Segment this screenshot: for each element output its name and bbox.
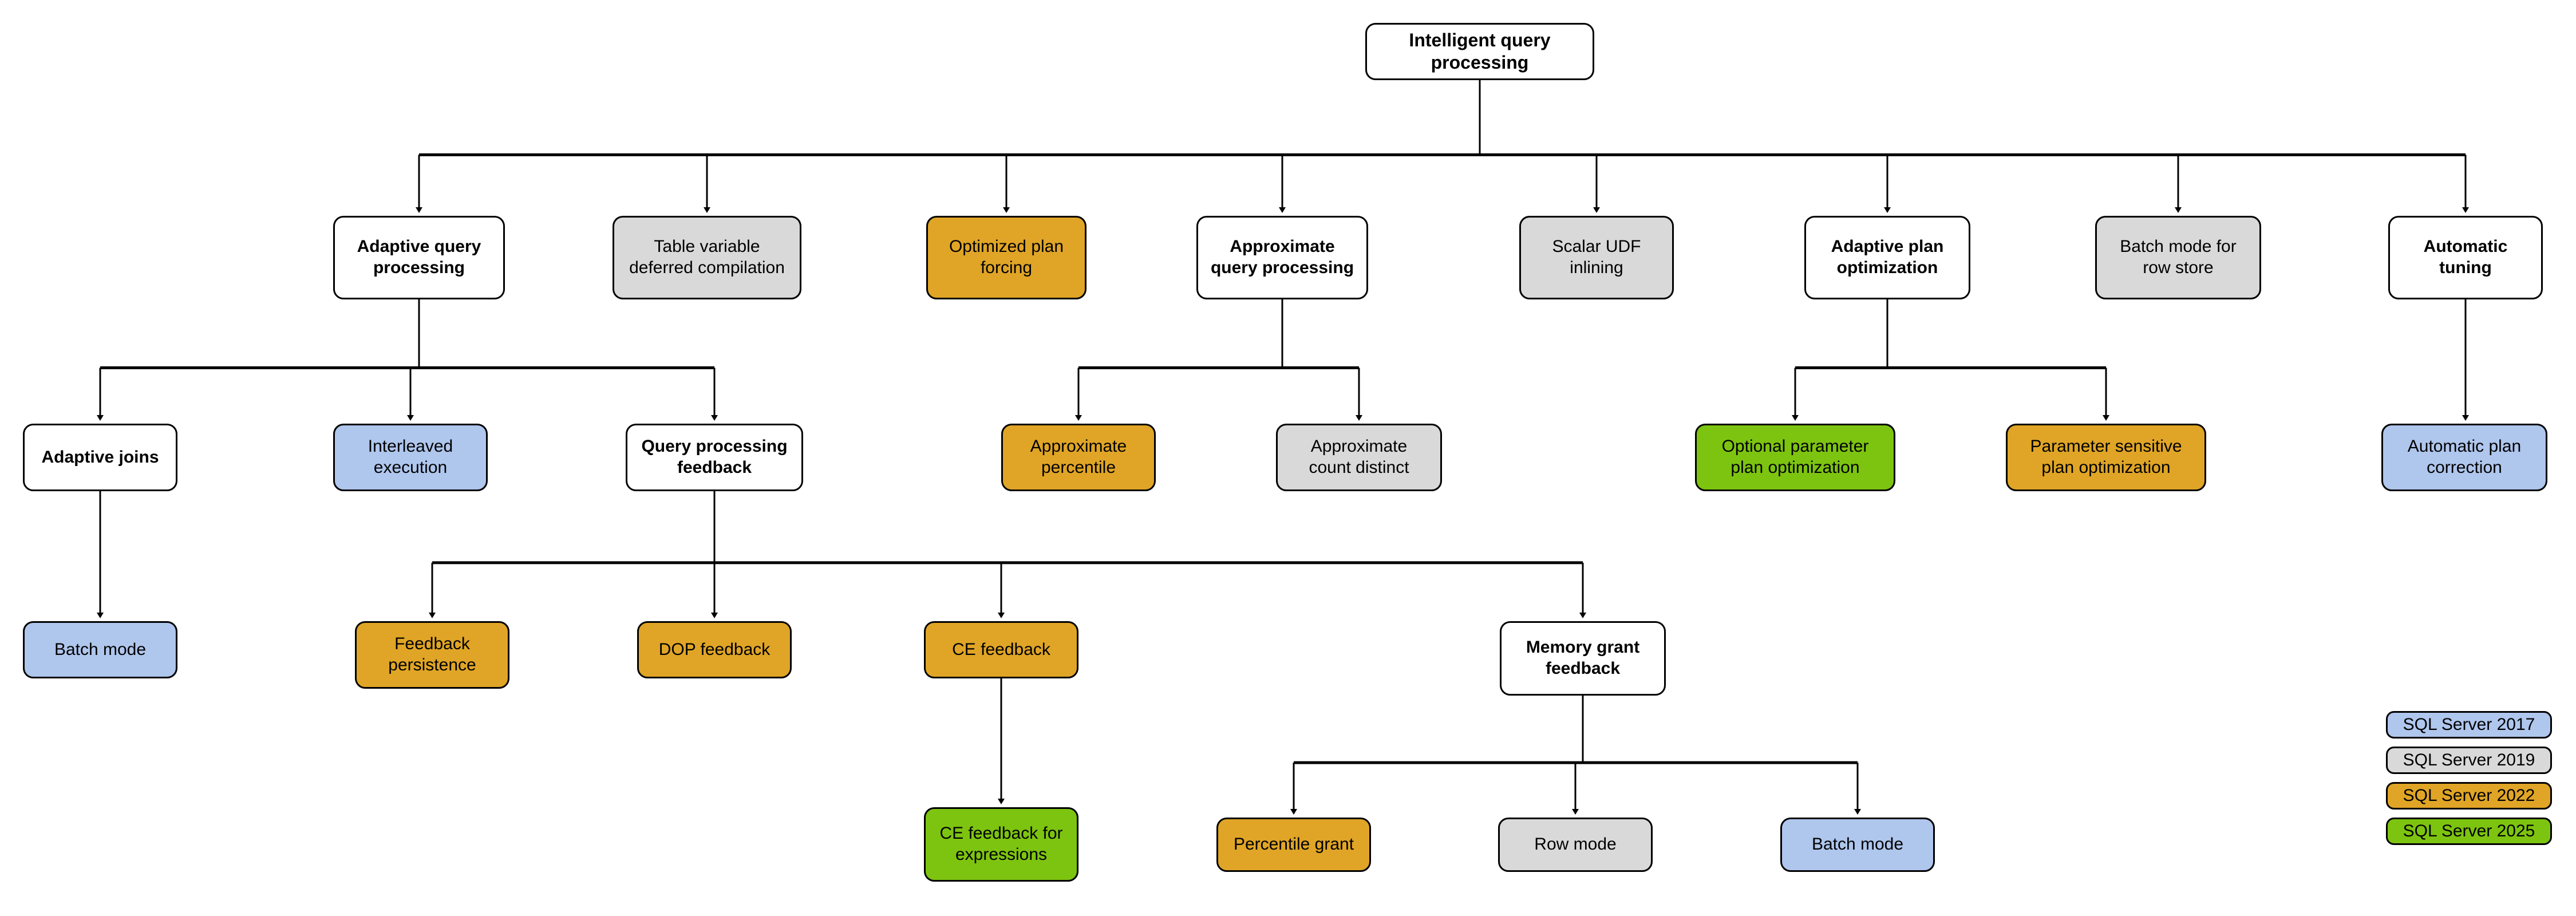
node-autotune[interactable]: Automatic tuning [2388,216,2543,299]
node-apc[interactable]: Automatic plan correction [2381,424,2547,491]
node-oppo[interactable]: Optional parameter plan optimization [1695,424,1895,491]
node-opf[interactable]: Optimized plan forcing [926,216,1086,299]
node-dopfb[interactable]: DOP feedback [637,621,792,678]
node-rowmode[interactable]: Row mode [1498,818,1653,872]
node-pspo[interactable]: Parameter sensitive plan optimization [2006,424,2206,491]
node-udf[interactable]: Scalar UDF inlining [1519,216,1674,299]
node-apo[interactable]: Adaptive plan optimization [1804,216,1970,299]
node-cefbexpr[interactable]: CE feedback for expressions [924,807,1078,882]
legend-item-sql-server-2025: SQL Server 2025 [2386,818,2552,845]
node-qpf[interactable]: Query processing feedback [626,424,803,491]
node-batchmode2[interactable]: Batch mode [1780,818,1935,872]
node-tvdc[interactable]: Table variable deferred compilation [613,216,801,299]
legend-item-sql-server-2017: SQL Server 2017 [2386,711,2552,739]
node-interleaved[interactable]: Interleaved execution [333,424,488,491]
node-fbpersist[interactable]: Feedback persistence [355,621,509,689]
node-root[interactable]: Intelligent query processing [1365,23,1594,80]
node-pctgrant[interactable]: Percentile grant [1216,818,1371,872]
node-approxqp[interactable]: Approximate query processing [1196,216,1368,299]
node-approxcd[interactable]: Approximate count distinct [1276,424,1442,491]
node-mgf[interactable]: Memory grant feedback [1500,621,1666,696]
node-aqp[interactable]: Adaptive query processing [333,216,505,299]
node-approxpct[interactable]: Approximate percentile [1001,424,1156,491]
node-cefb[interactable]: CE feedback [924,621,1078,678]
node-bmrs[interactable]: Batch mode for row store [2095,216,2261,299]
legend-item-sql-server-2019: SQL Server 2019 [2386,747,2552,774]
legend-item-sql-server-2022: SQL Server 2022 [2386,782,2552,810]
node-batchmode1[interactable]: Batch mode [23,621,177,678]
node-adaptivejoins[interactable]: Adaptive joins [23,424,177,491]
